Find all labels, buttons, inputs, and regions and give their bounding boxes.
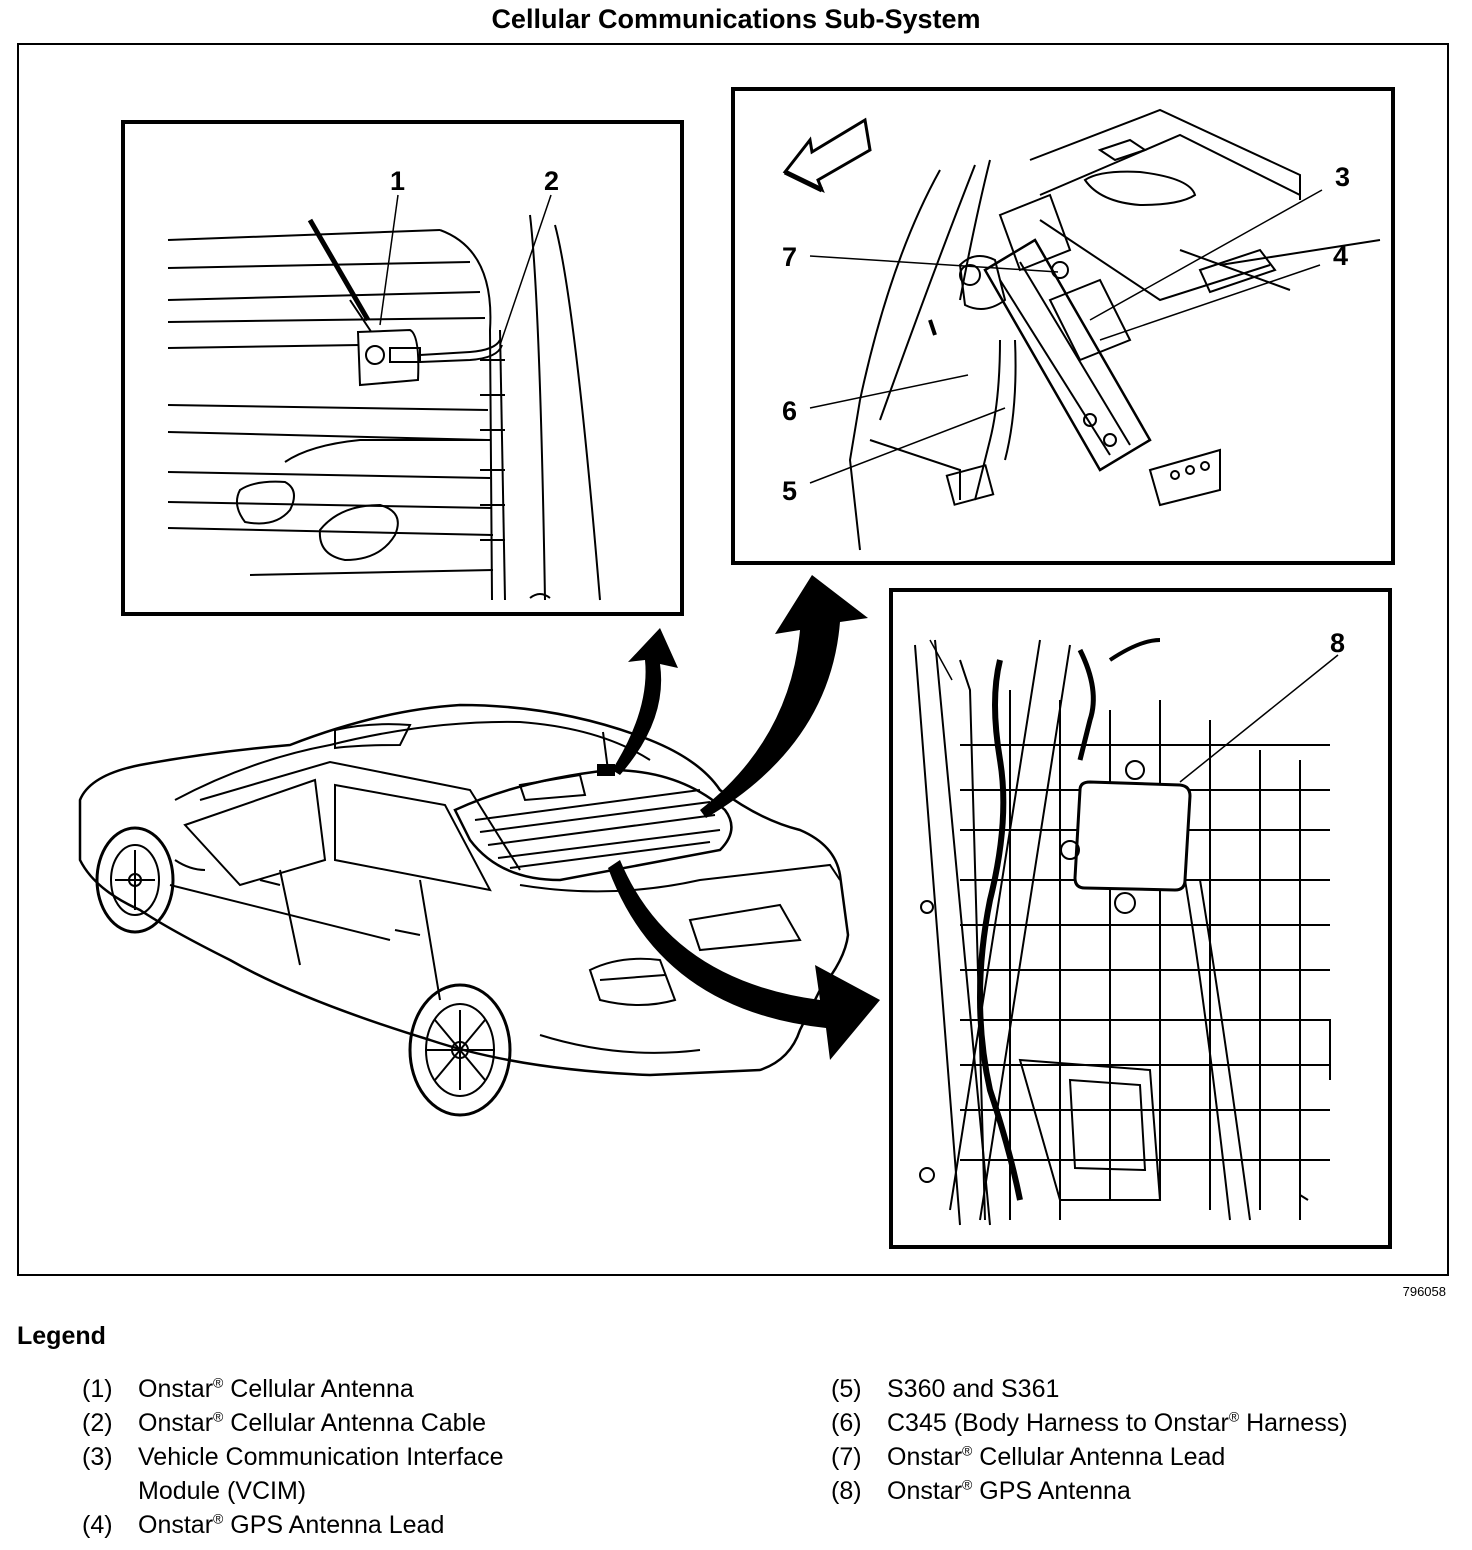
inset-antenna-panel [121,120,684,616]
legend-item: (4) Onstar® GPS Antenna Lead [82,1510,445,1539]
legend-item: (6) C345 (Body Harness to Onstar® Harnes… [831,1408,1348,1437]
diagram-frame [17,43,1449,1276]
inset-gps-panel [889,588,1392,1249]
diagram-title: Cellular Communications Sub-System [491,4,981,34]
arrow-to-antenna-inset [612,628,678,775]
legend-item: (3) Vehicle Communication Interface Modu… [82,1443,504,1505]
callout-1: 1 [390,166,405,196]
diagram-artwork: 1 2 3 4 5 6 7 8 [78,87,1395,1249]
legend-item: (2) Onstar® Cellular Antenna Cable [82,1408,487,1437]
callout-3: 3 [1335,162,1350,192]
callout-7: 7 [782,242,797,272]
callout-arrows [608,575,880,1060]
legend-item: (1) Onstar® Cellular Antenna [82,1374,414,1403]
callout-5: 5 [782,476,797,506]
legend-item: (8) Onstar® GPS Antenna [831,1476,1131,1505]
arrow-to-vcim-inset [700,575,868,818]
callout-labels: 1 2 3 4 5 6 7 8 [390,162,1350,658]
legend-column-right: (5) S360 and S361 (6) C345 (Body Harness… [831,1372,1451,1508]
figure-number: 796058 [1402,1284,1446,1299]
leader-lines [379,189,1339,783]
vehicle-drawing [78,703,850,1117]
arrow-to-gps-inset [608,860,880,1060]
legend-heading: Legend [17,1322,106,1350]
callout-2: 2 [544,166,559,196]
legend-item: (7) Onstar® Cellular Antenna Lead [831,1442,1226,1471]
callout-6: 6 [782,396,797,426]
inset-vcim-panel [731,87,1395,565]
callout-4: 4 [1333,241,1348,271]
callout-8: 8 [1330,628,1345,658]
legend-column-left: (1) Onstar® Cellular Antenna (2) Onstar®… [82,1372,702,1542]
legend-item: (5) S360 and S361 [831,1375,1060,1403]
